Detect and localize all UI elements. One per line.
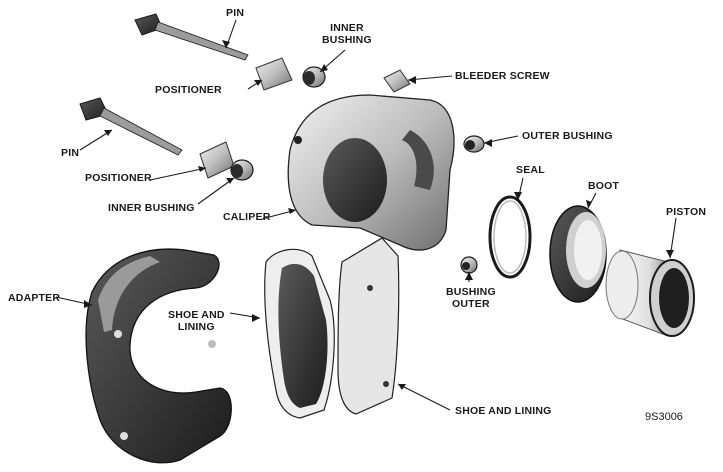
label-adapter: ADAPTER bbox=[8, 292, 61, 304]
label-piston: PISTON bbox=[666, 206, 707, 218]
arrowheads bbox=[84, 40, 674, 390]
piston bbox=[605, 249, 695, 337]
bleeder-screw bbox=[383, 69, 411, 93]
label-shoe-and-lining-bottom: SHOE AND LINING bbox=[455, 405, 552, 417]
label-outer-bushing: OUTER BUSHING bbox=[522, 130, 613, 142]
label-shoe-and-lining-left: SHOE AND LINING bbox=[168, 309, 225, 333]
label-bleeder-screw: BLEEDER SCREW bbox=[455, 70, 550, 82]
positioner-mid bbox=[199, 141, 235, 179]
adapter bbox=[85, 248, 232, 464]
label-bushing-outer: BUSHING OUTER bbox=[446, 286, 496, 310]
bushing-outer bbox=[460, 256, 478, 274]
inner-bushing-mid bbox=[230, 159, 254, 181]
boot bbox=[549, 205, 607, 303]
pin-top bbox=[134, 13, 249, 61]
label-positioner-mid: POSITIONER bbox=[85, 172, 152, 184]
label-inner-bushing-mid: INNER BUSHING bbox=[108, 202, 195, 214]
positioner-top bbox=[255, 57, 293, 91]
label-seal: SEAL bbox=[516, 164, 545, 176]
label-inner-bushing-top: INNER BUSHING bbox=[322, 22, 372, 46]
pin-mid bbox=[79, 97, 183, 156]
outer-bushing bbox=[463, 135, 485, 153]
shoe-and-lining-left bbox=[264, 248, 335, 419]
label-pin-top: PIN bbox=[226, 7, 245, 19]
figure-id: 9S3006 bbox=[645, 411, 683, 423]
seal bbox=[488, 195, 532, 279]
label-boot: BOOT bbox=[588, 180, 620, 192]
shoe-and-lining-right bbox=[337, 237, 400, 415]
caliper bbox=[287, 94, 455, 251]
label-positioner-top: POSITIONER bbox=[155, 84, 222, 96]
label-pin-mid: PIN bbox=[61, 147, 80, 159]
inner-bushing-top bbox=[302, 66, 326, 88]
label-caliper: CALIPER bbox=[223, 211, 271, 223]
